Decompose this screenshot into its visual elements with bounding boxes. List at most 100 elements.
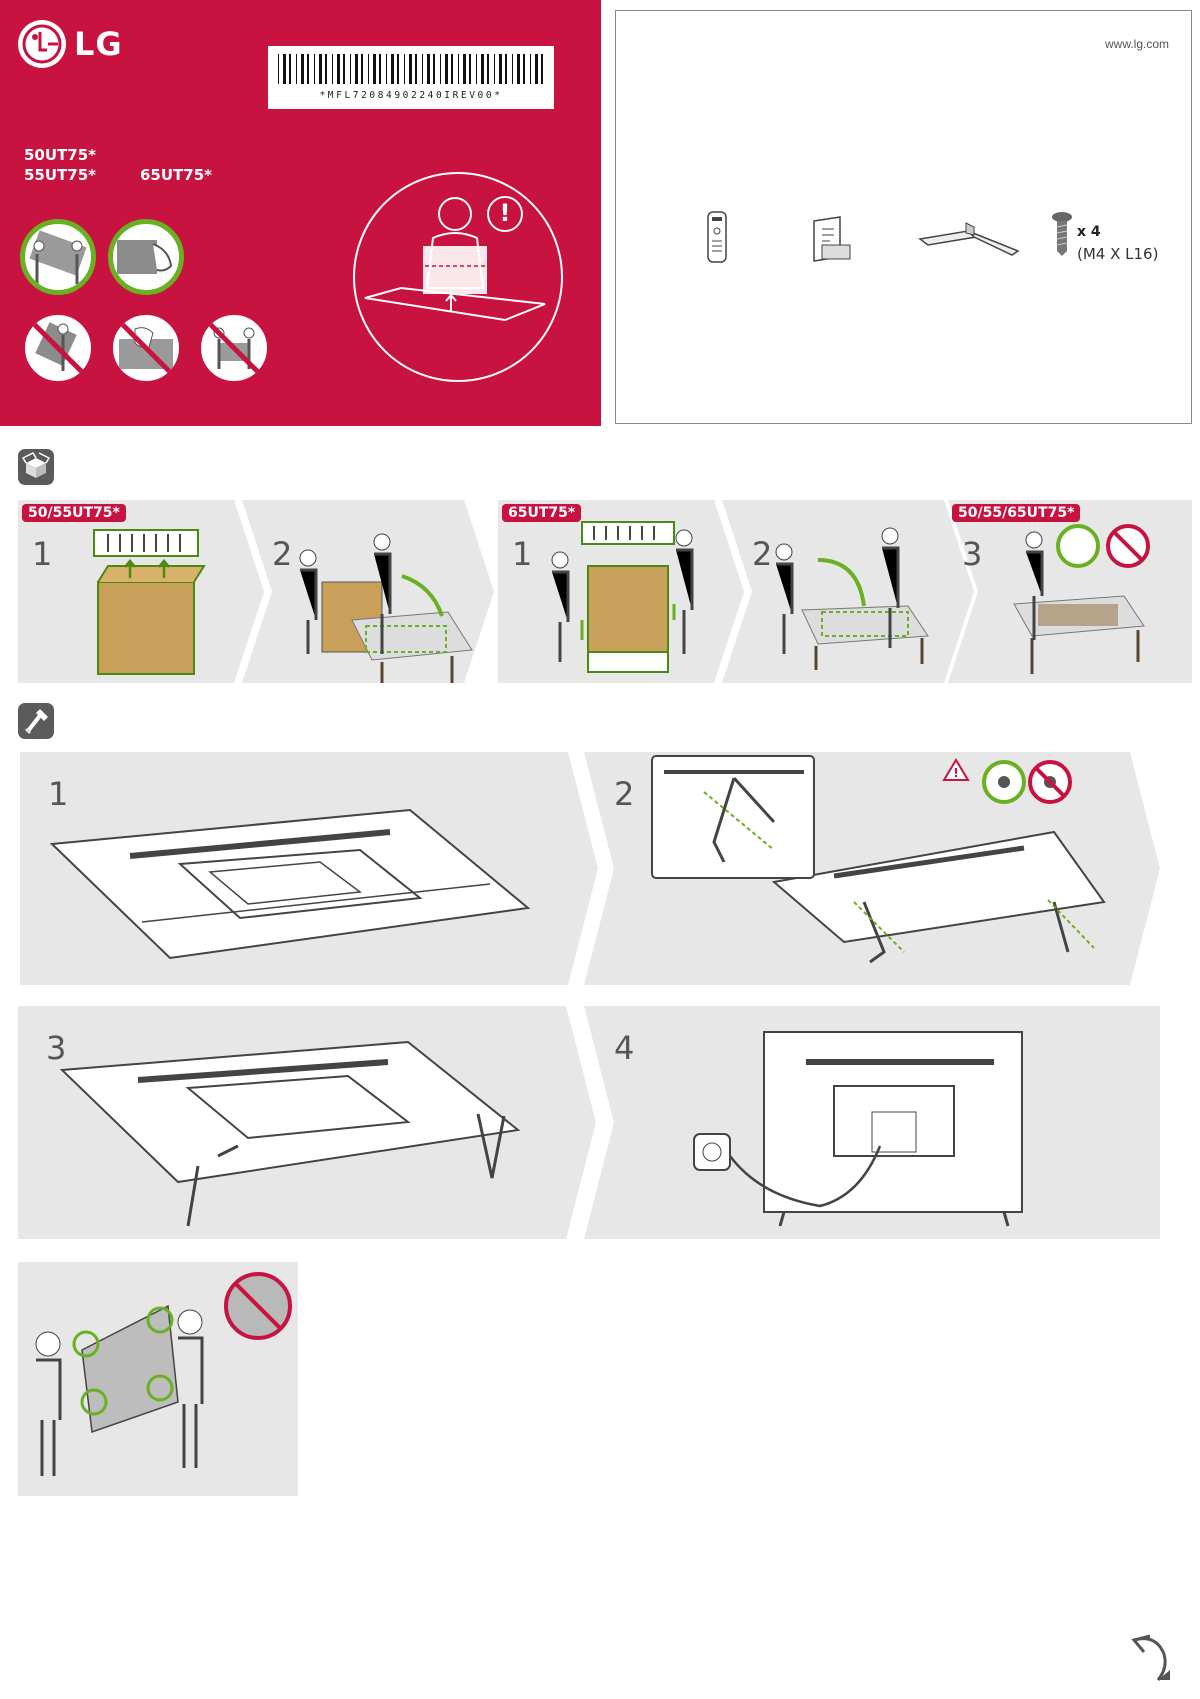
unpack-panel-b2: [722, 500, 974, 683]
page-turn-icon: [1130, 1630, 1172, 1686]
barcode-bar: [355, 54, 358, 84]
remote-control-icon: [706, 211, 728, 267]
barcode-bar: [409, 54, 412, 84]
barcode-bar: [481, 54, 484, 84]
lift-box-65-illustration: [498, 500, 744, 683]
barcode-bar: [386, 54, 387, 84]
two-people-carry-illustration: [35, 1272, 292, 1476]
barcode-bar: [332, 54, 333, 84]
barcode-bar: [361, 54, 363, 84]
barcode-bar: [541, 54, 543, 84]
barcode-bar: [343, 54, 345, 84]
unpack-panel-a2: [242, 500, 494, 683]
barcode-bar: [458, 54, 459, 84]
unpack-section-icon: [18, 449, 54, 485]
barcode-bar: [530, 54, 531, 84]
barcode-bar: [433, 54, 435, 84]
barcode-bar: [397, 54, 399, 84]
barcode-bar: [278, 54, 279, 84]
unpack-step-a2: 2: [272, 535, 293, 573]
barcode-bar: [350, 54, 351, 84]
lift-tv-two-people-illustration: [242, 500, 494, 683]
model-55: 55UT75*: [24, 166, 97, 184]
website-url[interactable]: www.lg.com: [1104, 37, 1169, 51]
attach-stand-illustration: !: [584, 752, 1160, 985]
model-tag-65: 65UT75*: [502, 504, 582, 522]
stand-icon: [918, 217, 1022, 263]
remove-foam-illustration: [1013, 524, 1150, 674]
unpack-step-a1: 1: [32, 535, 53, 573]
barcode-bar: [512, 54, 513, 84]
press-screen-no-icon: [108, 310, 184, 386]
model-tag-all: 50/55/65UT75*: [952, 504, 1081, 522]
unpack-step-b1: 1: [512, 535, 533, 573]
barcode-bar: [469, 54, 471, 84]
cover-block: LG *MFL72084902240IREV00* 50UT75* 55UT75…: [0, 0, 601, 426]
one-person-no-icon: [196, 310, 272, 386]
barcode-bar: [404, 54, 405, 84]
barcode-bar: [307, 54, 309, 84]
assembly-section-icon: [18, 703, 54, 739]
screw-quantity: x 4: [1077, 224, 1101, 240]
barcode-bar: [523, 54, 525, 84]
accessories-box: www.lg.com x 4 (M4 X L16): [615, 10, 1192, 424]
model-50: 50UT75*: [24, 146, 97, 164]
carry-flat-no-icon: [20, 310, 96, 386]
stand-attached-illustration: [18, 1006, 596, 1239]
unpack-panel-c3: [948, 500, 1192, 683]
owners-manual-icon: [812, 215, 852, 267]
assembly-panel-3: [18, 1006, 596, 1239]
barcode-bar: [391, 54, 394, 84]
barcode: *MFL72084902240IREV00*: [268, 46, 554, 109]
barcode-bar: [319, 54, 322, 84]
exclamation-icon: !: [487, 196, 523, 232]
assembly-step-4: 4: [614, 1029, 635, 1067]
barcode-bar: [368, 54, 369, 84]
assembly-step-2: 2: [614, 775, 635, 813]
svg-text:!: !: [953, 766, 958, 780]
barcode-bar: [505, 54, 507, 84]
barcode-bar: [476, 54, 477, 84]
assembly-step-1: 1: [48, 775, 69, 813]
unpack-panel-a1: [18, 500, 264, 683]
barcode-bar: [427, 54, 430, 84]
assembly-step-3: 3: [46, 1029, 67, 1067]
hold-frame-ok-icon: [108, 219, 184, 295]
barcode-bar: [445, 54, 448, 84]
barcode-bar: [415, 54, 417, 84]
unpack-step-c3: 3: [962, 535, 983, 573]
place-tv-on-table-illustration: [722, 500, 974, 683]
barcode-bar: [451, 54, 453, 84]
barcode-bar: [463, 54, 466, 84]
barcode-bar: [337, 54, 340, 84]
barcode-bar: [499, 54, 502, 84]
barcode-text: *MFL72084902240IREV00*: [319, 90, 503, 101]
unpack-panel-b1: [498, 500, 744, 683]
model-65: 65UT75*: [140, 166, 213, 184]
lg-logo-text: LG: [74, 25, 123, 63]
barcode-bar: [487, 54, 489, 84]
assembly-panel-1: [20, 752, 598, 985]
carrying-panel: [18, 1262, 298, 1496]
barcode-bar: [422, 54, 423, 84]
barcode-bar: [289, 54, 291, 84]
assembly-panel-4: [584, 1006, 1160, 1239]
barcode-bar: [283, 54, 286, 84]
lift-from-box-warning: [353, 172, 563, 382]
barcode-bar: [379, 54, 381, 84]
screw-icon: [1051, 211, 1073, 261]
open-box-illustration: [18, 500, 264, 683]
lg-logo-icon: [18, 20, 66, 68]
barcode-bar: [535, 54, 538, 84]
lg-logo: LG: [18, 20, 123, 68]
barcode-bar: [325, 54, 327, 84]
barcode-bar: [301, 54, 304, 84]
assembly-panel-2: !: [584, 752, 1160, 985]
unpack-step-b2: 2: [752, 535, 773, 573]
tv-face-down-illustration: [20, 752, 598, 985]
screw-size: (M4 X L16): [1077, 245, 1159, 263]
barcode-bar: [296, 54, 297, 84]
connect-power-illustration: [693, 1031, 1023, 1227]
barcode-bar: [494, 54, 495, 84]
